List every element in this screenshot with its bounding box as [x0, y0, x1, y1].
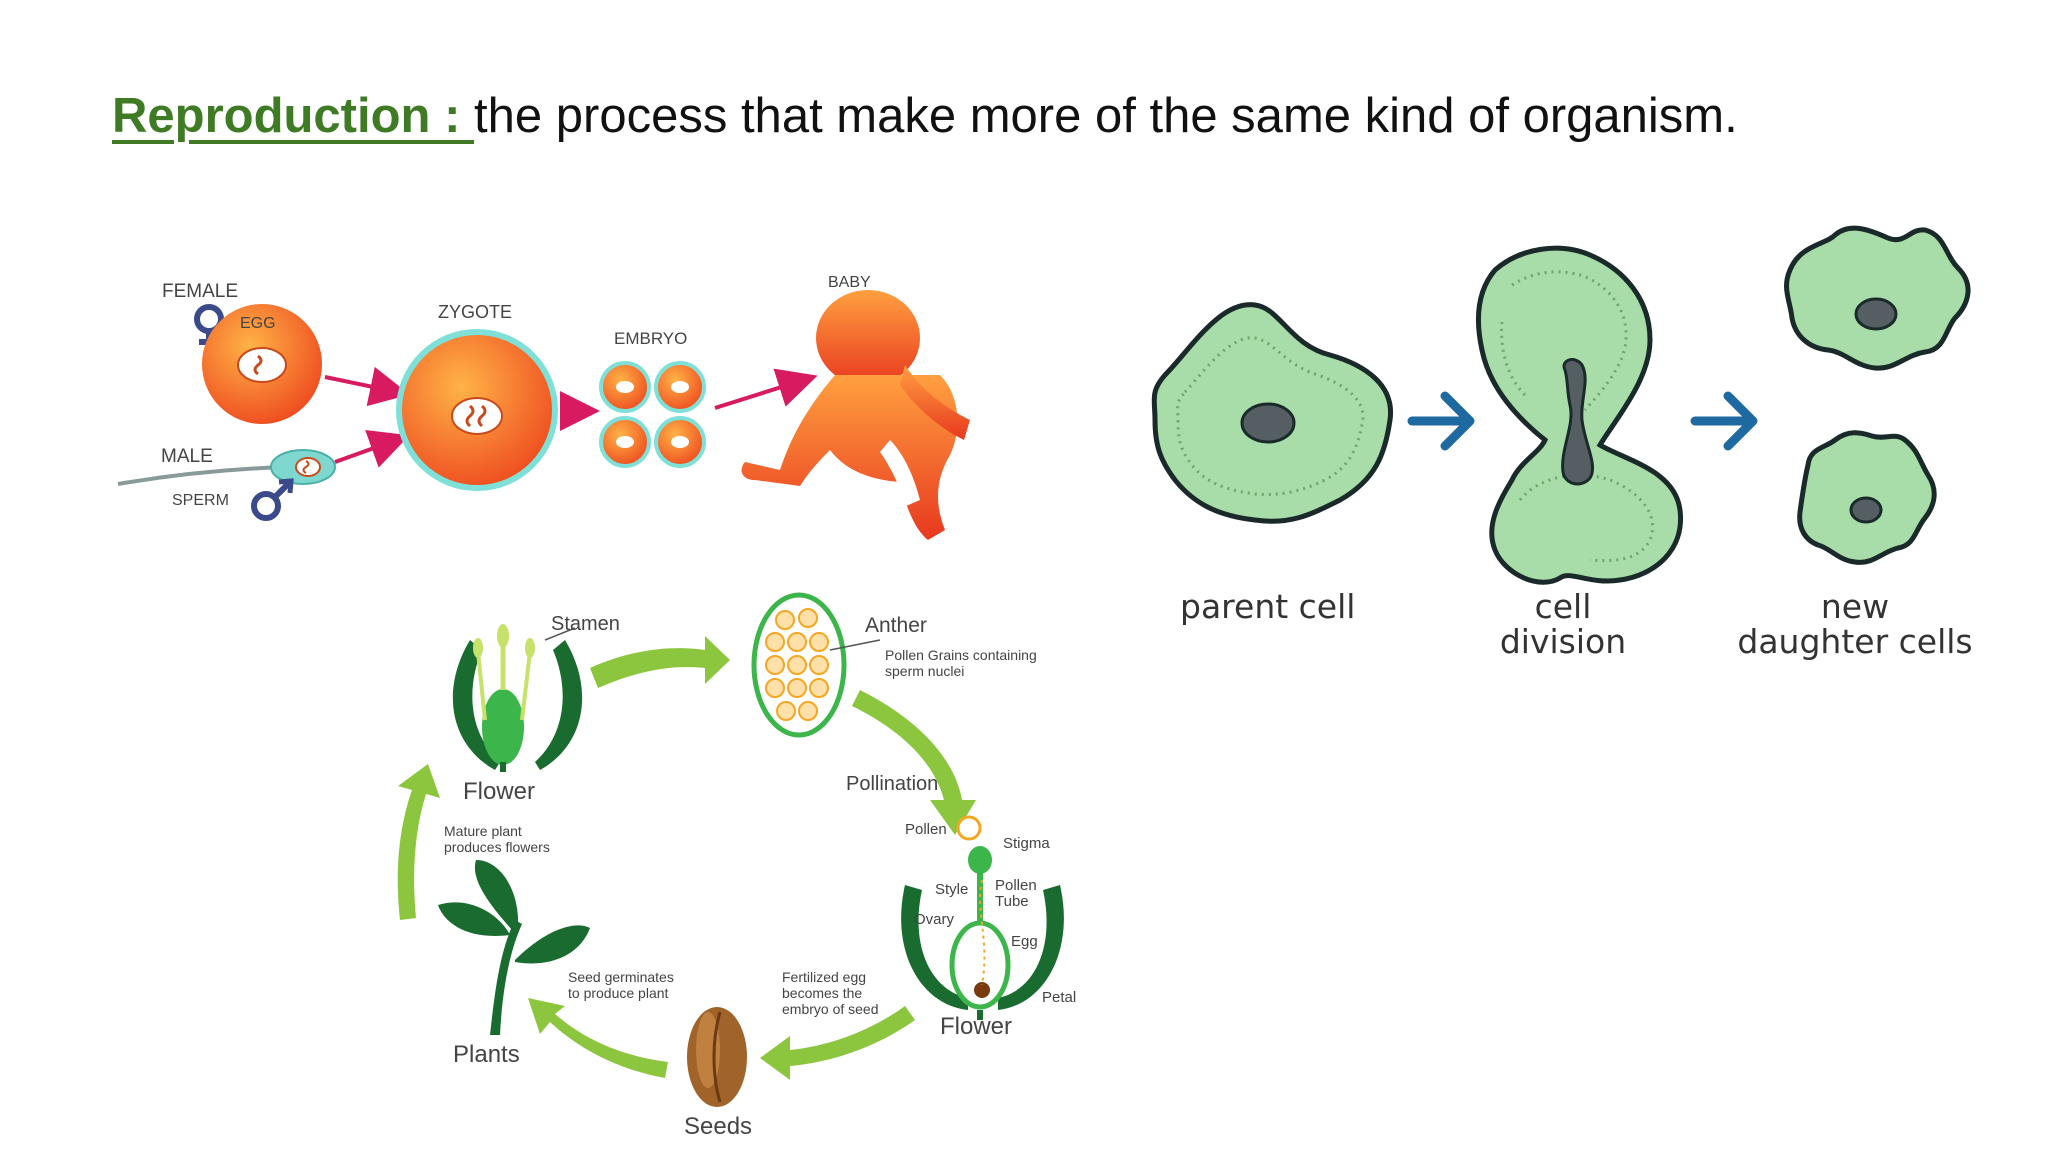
plant-sprout-icon	[438, 860, 590, 1035]
egg-to-zygote-arrow	[324, 366, 410, 407]
cell-division-label-line2: division	[1500, 622, 1626, 661]
petal-label: Petal	[1042, 989, 1076, 1006]
baby-silhouette	[741, 290, 970, 540]
human-reproduction: FEMALE EGG MALE SPERM	[117, 274, 970, 540]
anther-label: Anther	[865, 614, 927, 637]
cell-division-label-line1: cell	[1535, 587, 1592, 626]
anther-icon	[751, 592, 881, 738]
egg-plant-label: Egg	[1011, 933, 1038, 950]
embryo-label: EMBRYO	[614, 329, 687, 348]
pollination-label: Pollination	[846, 773, 938, 795]
ovary-label: Ovary	[914, 911, 955, 928]
seeds-label: Seeds	[684, 1113, 752, 1140]
flower-right-label: Flower	[940, 1013, 1012, 1040]
male-label: MALE	[161, 446, 213, 467]
germinates-label-line2: to produce plant	[568, 985, 669, 1001]
heading-definition: the process that make more of the same k…	[474, 89, 1738, 143]
fertilized-label-line1: Fertilized egg	[782, 969, 866, 985]
flower-left-icon	[452, 624, 583, 772]
zygote-label: ZYGOTE	[438, 302, 512, 322]
plants-label: Plants	[453, 1041, 520, 1068]
dividing-cell-nucleus	[1561, 358, 1595, 486]
germinates-label-line1: Seed germinates	[568, 969, 674, 985]
baby-label: BABY	[828, 274, 871, 291]
female-label: FEMALE	[162, 281, 238, 302]
sperm-to-zygote-arrow	[334, 429, 410, 468]
style-label: Style	[935, 881, 968, 898]
pollen-label: Pollen	[905, 821, 947, 838]
egg-nucleus	[237, 347, 287, 383]
pollen-tube-label-line2: Tube	[995, 893, 1029, 910]
cell-division-diagram: parent cell cell division new daughter c…	[1151, 225, 1973, 661]
daughter-cells-label-line1: new	[1821, 587, 1889, 626]
flower-left-label: Flower	[463, 778, 535, 805]
sperm-cell	[117, 449, 336, 486]
fertilized-label-line2: becomes the	[782, 985, 862, 1001]
pollen-grains-label-line1: Pollen Grains containing	[885, 647, 1037, 663]
embryo-cells	[599, 361, 706, 468]
seed-icon	[687, 1007, 747, 1107]
mature-label-line2: produces flowers	[444, 839, 550, 855]
flower-right-icon	[901, 815, 1064, 1020]
pollen-tube-label-line1: Pollen	[995, 877, 1037, 894]
egg-label: EGG	[240, 315, 276, 332]
heading-term: Reproduction :	[112, 89, 475, 143]
male-symbol-icon	[251, 478, 294, 521]
heading: Reproduction : the process that make mor…	[112, 88, 1738, 144]
embryo-to-baby-arrow	[714, 368, 818, 410]
stamen-label: Stamen	[551, 613, 620, 635]
plant-life-cycle: Stamen Flower Anther Pollen Grains conta…	[397, 592, 1076, 1140]
sperm-label: SPERM	[172, 492, 229, 509]
stigma-label: Stigma	[1003, 835, 1050, 852]
arrow-right-icon	[1690, 391, 1758, 451]
daughter-cells-label-line2: daughter cells	[1737, 622, 1972, 661]
mature-label-line1: Mature plant	[444, 823, 522, 839]
fertilized-label-line3: embryo of seed	[782, 1001, 879, 1017]
cycle-arrows	[397, 636, 976, 1080]
arrow-right-icon	[1407, 391, 1475, 451]
parent-cell-label: parent cell	[1180, 587, 1355, 626]
pollen-grains-label-line2: sperm nuclei	[885, 663, 964, 679]
parent-cell-nucleus	[1240, 402, 1296, 444]
